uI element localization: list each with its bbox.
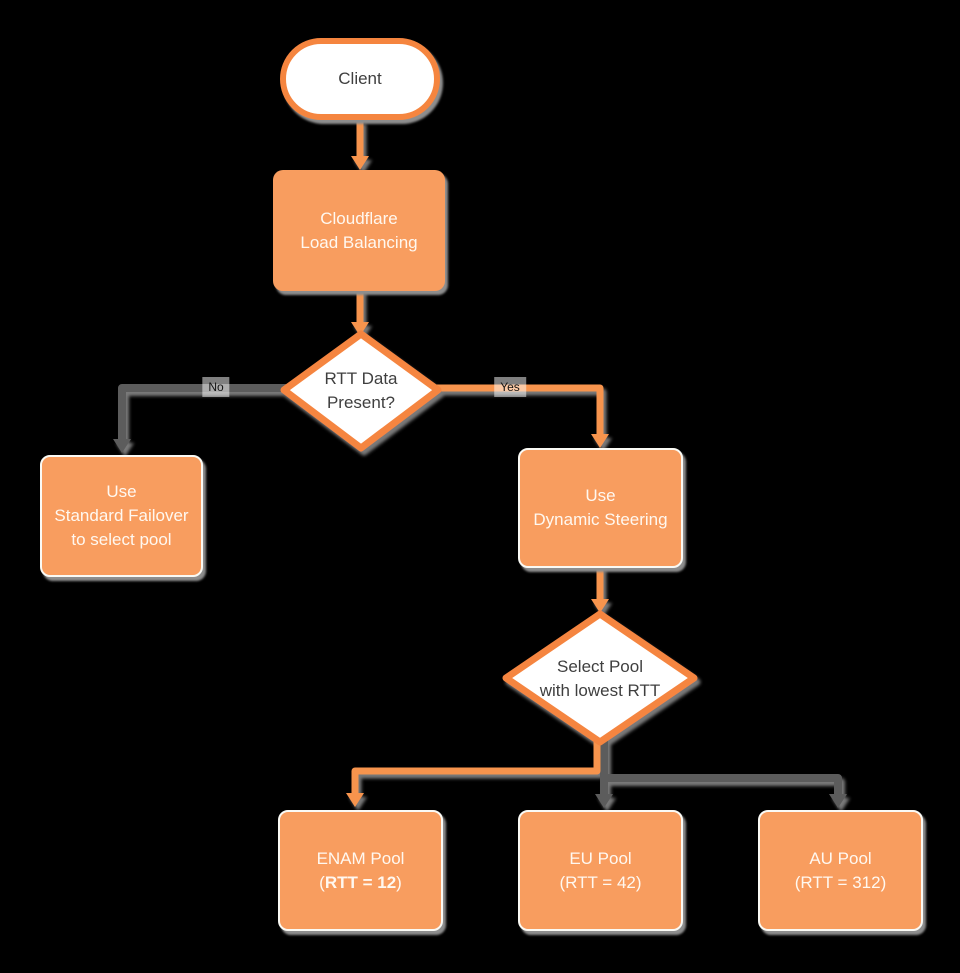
select-pool-diamond xyxy=(502,610,698,746)
au-rtt-value: RTT = 312 xyxy=(800,872,881,892)
standard-failover-line3: to select pool xyxy=(71,530,172,549)
edge-yes-connector xyxy=(436,384,604,436)
edge-lb-to-decision-arrowhead-icon xyxy=(351,322,369,336)
rtt-decision-line2: Present? xyxy=(326,393,396,412)
load-balancer-line2: Load Balancing xyxy=(300,232,418,252)
standard-failover-line1: Use xyxy=(106,482,137,501)
edge-client-to-lb-arrowhead-icon xyxy=(351,156,369,170)
edge-to-au-connector xyxy=(600,740,842,796)
enam-rtt-value: RTT = 12 xyxy=(324,872,397,892)
dynamic-steering-line2: Dynamic Steering xyxy=(533,510,668,529)
rtt-decision-text: RTT Data Present? xyxy=(281,361,441,421)
select-pool-line2: with lowest RTT xyxy=(539,681,661,700)
au-pool-rtt: (RTT = 312) xyxy=(795,871,887,895)
standard-failover-node: Use Standard Failover to select pool xyxy=(40,455,203,577)
client-label: Client xyxy=(338,69,382,88)
client-node: Client xyxy=(280,38,440,120)
enam-paren-open: ( xyxy=(319,872,325,892)
rtt-decision-line1: RTT Data xyxy=(324,369,398,388)
enam-pool-name: ENAM Pool xyxy=(316,848,405,868)
edge-to-enam-arrowhead-icon xyxy=(346,793,364,807)
edge-to-au-arrowhead-icon xyxy=(829,794,847,808)
edge-no-connector xyxy=(118,384,286,440)
load-balancer-node: Cloudflare Load Balancing xyxy=(273,170,445,291)
eu-paren-open: ( xyxy=(559,872,566,892)
eu-pool-name: EU Pool xyxy=(569,848,632,868)
au-pool-node: AU Pool (RTT = 312) xyxy=(758,810,923,931)
dynamic-steering-line1: Use xyxy=(585,486,616,505)
eu-pool-rtt: (RTT = 42) xyxy=(559,871,641,895)
load-balancer-line1: Cloudflare xyxy=(320,208,398,228)
select-pool-line1: Select Pool xyxy=(557,657,643,676)
edge-to-enam-connector xyxy=(351,738,601,794)
enam-pool-rtt: (RTT = 12) xyxy=(319,871,402,895)
enam-paren-close: ) xyxy=(396,872,402,892)
edge-label-no: No xyxy=(202,377,230,397)
edge-yes-arrowhead-icon xyxy=(591,434,609,448)
enam-pool-node: ENAM Pool (RTT = 12) xyxy=(278,810,443,931)
rtt-decision-diamond xyxy=(280,330,442,452)
au-paren-open: ( xyxy=(794,872,801,892)
select-pool-text: Select Pool with lowest RTT xyxy=(510,649,690,709)
au-paren-close: ) xyxy=(880,872,887,892)
au-pool-name: AU Pool xyxy=(809,848,872,868)
eu-pool-node: EU Pool (RTT = 42) xyxy=(518,810,683,931)
edge-no-arrowhead-icon xyxy=(113,439,131,453)
dynamic-steering-node: Use Dynamic Steering xyxy=(518,448,683,568)
edge-to-eu-arrowhead-icon xyxy=(595,794,613,808)
edge-label-yes: Yes xyxy=(494,377,526,397)
eu-rtt-value: RTT = 42 xyxy=(565,872,636,892)
eu-paren-close: ) xyxy=(635,872,642,892)
standard-failover-line2: Standard Failover xyxy=(54,506,189,525)
edge-ds-to-select-arrowhead-icon xyxy=(591,599,609,613)
